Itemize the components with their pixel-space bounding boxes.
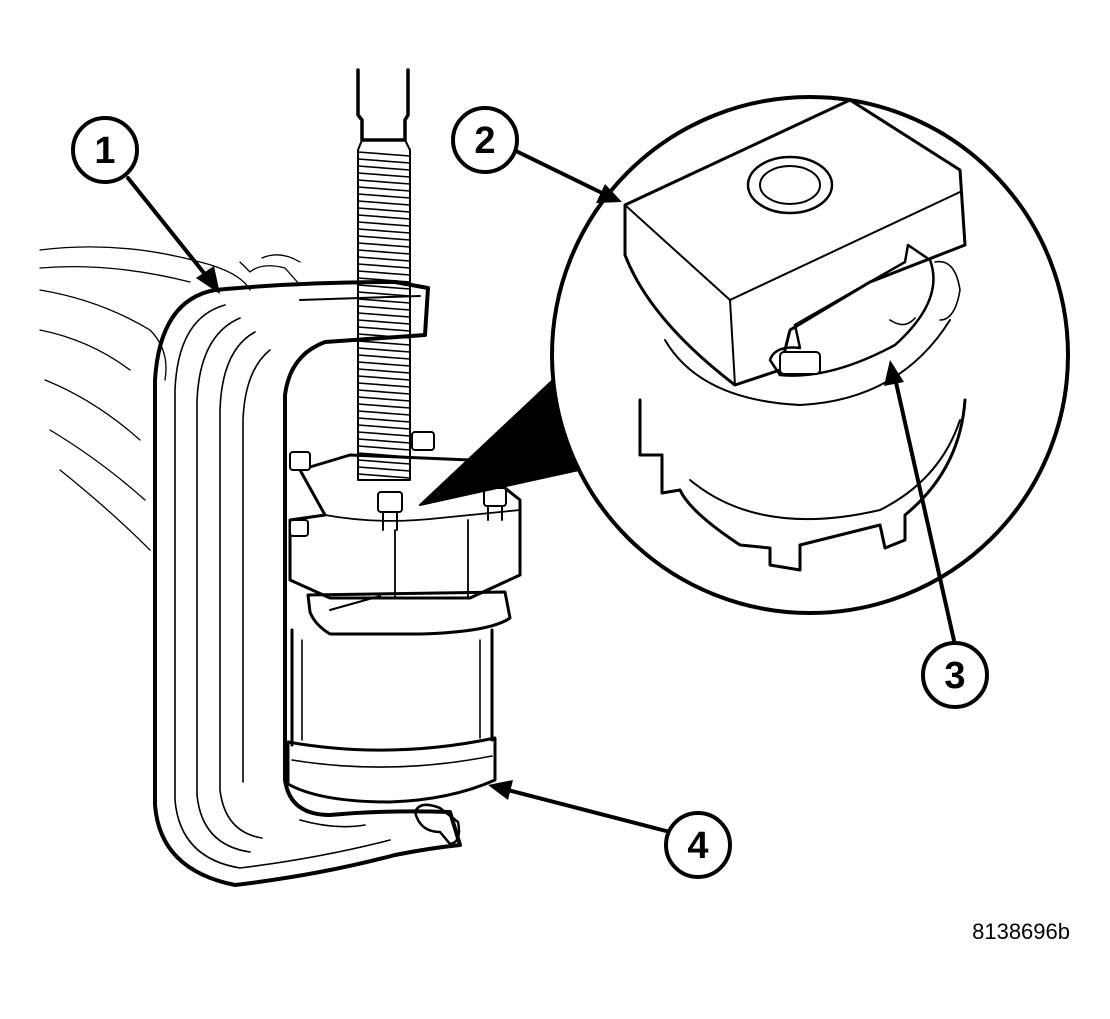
detail-magnifier [550, 95, 1070, 615]
leader-lines [126, 150, 957, 834]
callout-4-label: 4 [687, 825, 708, 867]
callout-4: 4 [664, 811, 732, 879]
figure-id: 8138696b [972, 919, 1070, 944]
callout-3-label: 3 [944, 655, 965, 697]
forcing-screw [356, 68, 411, 481]
bushing-tool-assembly [286, 431, 522, 846]
leader-1 [126, 176, 210, 280]
bushing-driver-cup [286, 736, 497, 804]
callout-1-label: 1 [94, 130, 115, 172]
callout-2: 2 [451, 106, 519, 174]
c-clamp-frame [153, 280, 462, 887]
callout-1: 1 [71, 116, 139, 184]
leader-2 [516, 150, 602, 194]
leader-4 [506, 788, 672, 834]
callout-3: 3 [921, 641, 989, 709]
spacer-notch [768, 243, 961, 377]
vehicle-body-outline [39, 246, 301, 551]
bolt-heads [289, 431, 507, 537]
arrowheads [196, 184, 904, 800]
receiver-cup [623, 98, 967, 387]
callout-2-label: 2 [474, 120, 495, 162]
leader-3 [893, 376, 957, 647]
